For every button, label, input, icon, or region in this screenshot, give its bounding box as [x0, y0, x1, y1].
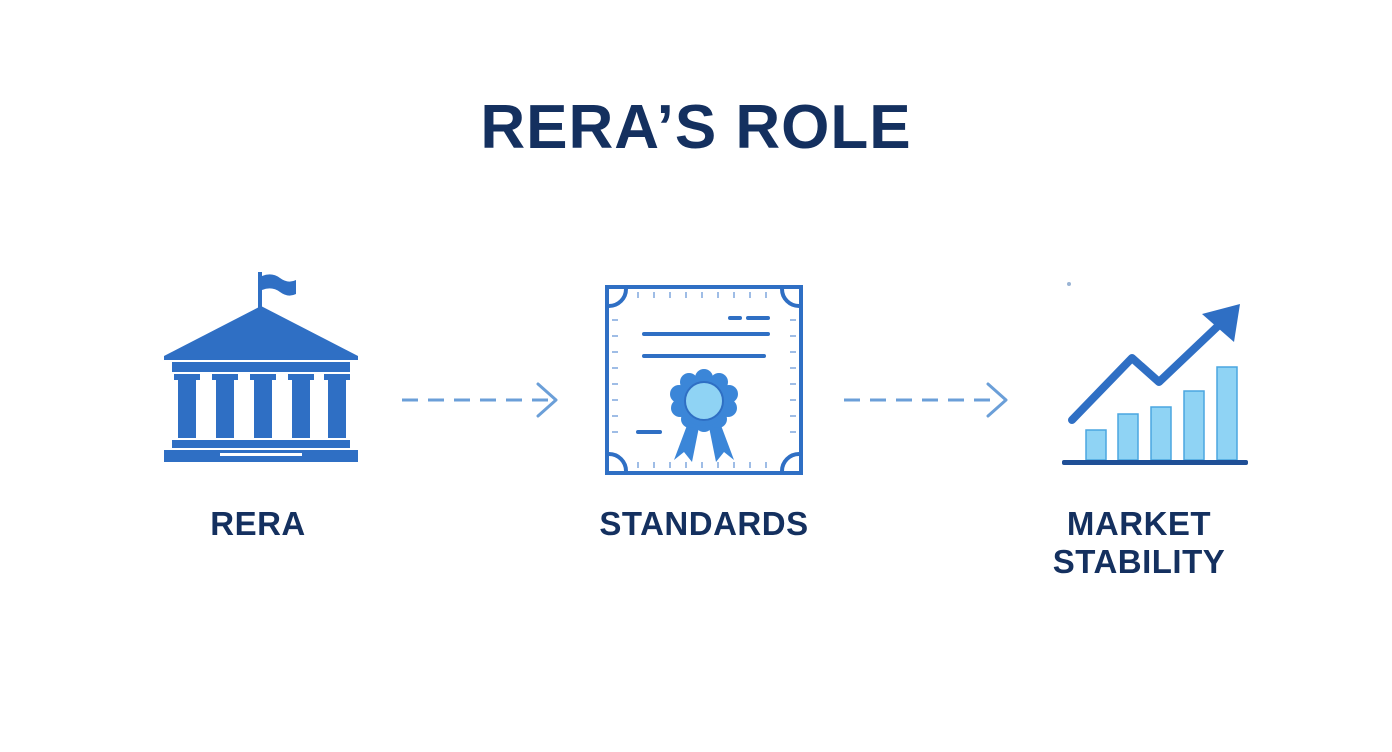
dashed-arrow — [402, 382, 558, 418]
dashed-arrow — [844, 382, 1008, 418]
government-building-icon — [164, 272, 358, 462]
growth-chart-icon — [1062, 282, 1248, 465]
node-label-market-stability: MARKET STABILITY — [1052, 505, 1226, 580]
node-label-rera: RERA — [210, 505, 306, 542]
node-label-standards: STANDARDS — [599, 505, 809, 542]
certificate-icon — [605, 285, 803, 475]
diagram-title: RERA’S ROLE — [480, 93, 912, 162]
